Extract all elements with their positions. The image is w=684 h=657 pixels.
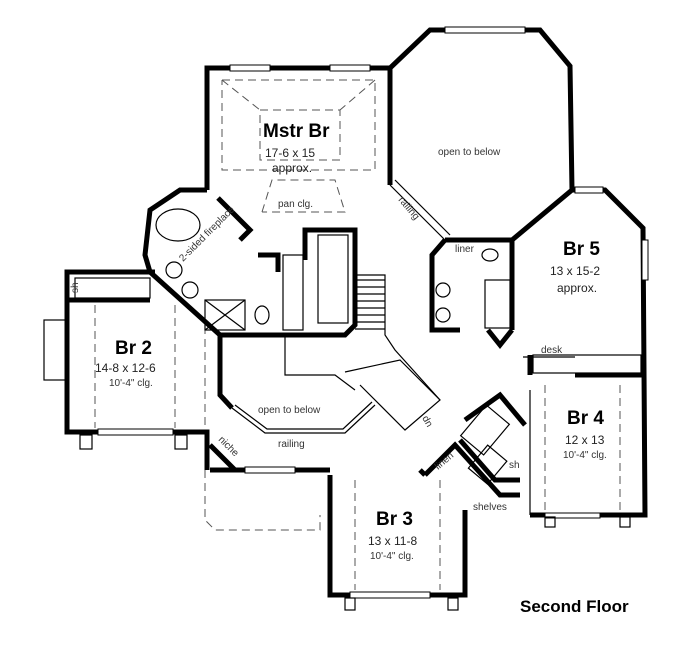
shelves-label: shelves <box>473 502 507 513</box>
mstr-br-note: approx. <box>272 161 312 175</box>
br5-name: Br 5 <box>563 239 600 260</box>
open-to-below-upper-label: open to below <box>438 147 501 158</box>
br3-size: 13 x 11-8 <box>368 534 417 548</box>
railing-center-label: railing <box>278 439 305 450</box>
linen-label: linen <box>433 450 456 472</box>
open-to-below-center <box>217 274 441 434</box>
bedroom-3 <box>204 467 468 611</box>
master-bedroom <box>204 64 393 213</box>
hall-walls <box>204 432 427 477</box>
mstr-br-ceiling: pan clg. <box>278 199 313 210</box>
sh-br4-label: sh <box>509 460 520 471</box>
br2-name: Br 2 <box>115 338 152 359</box>
open-to-below-center-label: open to below <box>258 405 321 416</box>
stair-core <box>282 227 385 338</box>
br2-size: 14-8 x 12-6 <box>95 361 156 375</box>
br2-ceiling: 10'-4" clg. <box>109 378 153 389</box>
mstr-br-size: 17-6 x 15 <box>265 146 315 160</box>
br5-size: 13 x 15-2 <box>550 264 600 278</box>
br4-ceiling: 10'-4" clg. <box>563 450 607 461</box>
br3-ceiling: 10'-4" clg. <box>370 551 414 562</box>
desk-label: desk <box>541 345 563 356</box>
closets <box>423 391 527 498</box>
mstr-br-name: Mstr Br <box>263 121 330 142</box>
liner-label: liner <box>455 244 475 255</box>
bedroom-5 <box>429 186 649 518</box>
railing-upper-label: railing <box>396 195 422 223</box>
br4-name: Br 4 <box>567 408 604 429</box>
br5-note: approx. <box>557 281 597 295</box>
open-to-below-upper <box>388 26 575 241</box>
master-bath <box>142 187 300 338</box>
floor-title: Second Floor <box>520 597 629 616</box>
bedroom-4 <box>529 385 631 528</box>
dn-label: dn <box>419 414 434 429</box>
fireplace-label: 2-sided fireplace <box>177 204 237 264</box>
br3-name: Br 3 <box>376 509 413 530</box>
br4-size: 12 x 13 <box>565 433 605 447</box>
sh-br2-label: sh <box>70 282 81 293</box>
